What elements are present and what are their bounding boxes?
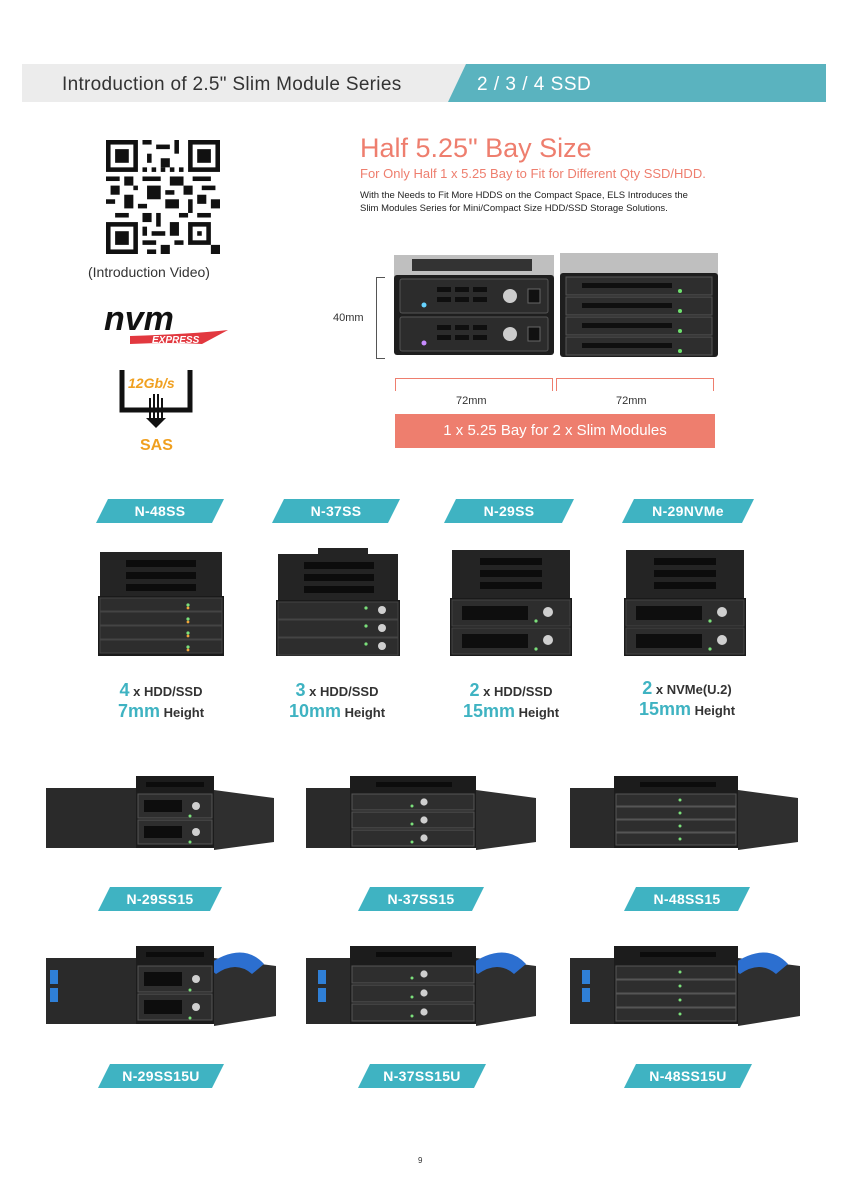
- page-title: Introduction of 2.5" Slim Module Series: [62, 74, 402, 95]
- caption-height-unit: Height: [514, 705, 560, 720]
- half-bay-description: With the Needs to Fit More HDDS on the C…: [360, 189, 780, 215]
- model-tag-n29nvme: N-29NVMe: [622, 499, 754, 523]
- n29ss15u-bay-photo: [46, 946, 276, 1026]
- caption-height-unit: Height: [340, 705, 386, 720]
- caption-height-unit: Height: [159, 705, 205, 720]
- model-tag-n48ss15: N-48SS15: [624, 887, 750, 911]
- page-number: 9: [418, 1156, 423, 1165]
- caption-count-unit: x HDD/SSD: [305, 684, 379, 699]
- width-dimension-left: [395, 378, 553, 391]
- model-tag-n29ss15u: N-29SS15U: [98, 1064, 224, 1088]
- caption-count-unit: x HDD/SSD: [129, 684, 203, 699]
- n37ss-caption: 3 x HDD/SSD 10mm Height: [262, 680, 412, 722]
- caption-count: 3: [295, 680, 306, 700]
- qr-code[interactable]: [106, 140, 220, 254]
- height-dimension-label: 40mm: [333, 312, 364, 324]
- model-tag-n29ss15: N-29SS15: [98, 887, 222, 911]
- caption-count-unit: x HDD/SSD: [479, 684, 553, 699]
- n48ss-module-photo: [98, 552, 224, 656]
- model-tag-n37ss: N-37SS: [272, 499, 400, 523]
- model-tag-n48ss15u: N-48SS15U: [624, 1064, 752, 1088]
- caption-count: 2: [642, 678, 653, 698]
- n37ss15u-bay-photo: [306, 946, 536, 1026]
- page-subtitle: 2 / 3 / 4 SSD: [477, 74, 592, 95]
- n29ss15-bay-photo: [46, 776, 274, 850]
- sas-label: SAS: [140, 437, 173, 454]
- half-bay-subtitle: For Only Half 1 x 5.25 Bay to Fit for Di…: [360, 166, 706, 181]
- slim-modules-photo: [394, 253, 718, 357]
- model-tag-n37ss15: N-37SS15: [358, 887, 484, 911]
- caption-count: 4: [119, 680, 130, 700]
- nvm-express-logo: nvm EXPRESS: [104, 300, 228, 346]
- description-line: With the Needs to Fit More HDDS on the C…: [360, 190, 688, 201]
- header-band: [22, 64, 512, 102]
- description-line: Slim Modules Series for Mini/Compact Siz…: [360, 203, 668, 214]
- model-tag-n37ss15u: N-37SS15U: [358, 1064, 486, 1088]
- bay-capacity-banner: 1 x 5.25 Bay for 2 x Slim Modules: [395, 414, 715, 448]
- width-dimension-right: [556, 378, 714, 391]
- n48ss15-bay-photo: [570, 776, 798, 850]
- qr-caption: (Introduction Video): [88, 264, 210, 280]
- n37ss15-bay-photo: [306, 776, 536, 850]
- n48ss-caption: 4 x HDD/SSD 7mm Height: [86, 680, 236, 722]
- n37ss-module-photo: [276, 548, 400, 656]
- caption-height: 15mm: [462, 701, 515, 721]
- caption-height-unit: Height: [690, 703, 736, 718]
- n29nvme-caption: 2 x NVMe(U.2) 15mm Height: [612, 678, 762, 720]
- caption-count: 2: [469, 680, 480, 700]
- caption-height: 10mm: [288, 701, 341, 721]
- n29nvme-module-photo: [624, 550, 746, 656]
- width-dimension-label-left: 72mm: [456, 395, 487, 407]
- width-dimension-label-right: 72mm: [616, 395, 647, 407]
- model-tag-n48ss: N-48SS: [96, 499, 224, 523]
- sas-12gb-logo: 12Gb/s SAS: [119, 370, 193, 454]
- sas-speed-text: 12Gb/s: [128, 375, 175, 391]
- caption-count-unit: x NVMe(U.2): [652, 682, 732, 697]
- model-tag-n29ss: N-29SS: [444, 499, 574, 523]
- half-bay-title: Half 5.25" Bay Size: [360, 133, 592, 163]
- nvm-subtext: EXPRESS: [152, 335, 200, 346]
- n29ss-module-photo: [450, 550, 572, 656]
- n48ss15u-bay-photo: [570, 946, 800, 1026]
- caption-height: 7mm: [117, 701, 160, 721]
- n29ss-caption: 2 x HDD/SSD 15mm Height: [436, 680, 586, 722]
- nvm-text: nvm: [104, 300, 174, 338]
- header-accent: [448, 64, 826, 102]
- height-dimension-bracket: [376, 277, 385, 359]
- caption-height: 15mm: [638, 699, 691, 719]
